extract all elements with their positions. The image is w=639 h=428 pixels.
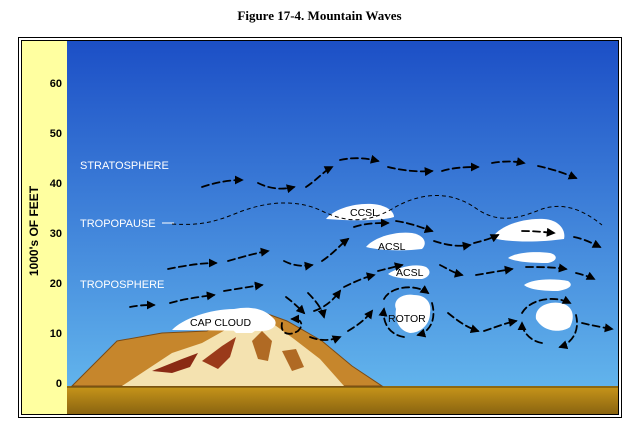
airflow-arrow: [321, 237, 350, 262]
tropopause-line: [171, 195, 603, 226]
airflow-arrow: [387, 166, 434, 177]
troposphere-label: TROPOSPHERE: [80, 279, 164, 291]
airflow-arrow: [521, 295, 572, 314]
airflow-arrow: [377, 262, 404, 272]
airflow-arrow: [378, 307, 405, 338]
airflow-arrow: [257, 182, 296, 194]
airflow-arrow: [169, 291, 216, 304]
airflow-arrow: [433, 240, 472, 251]
figure-frame-outer: [18, 37, 622, 418]
airflow-arrow: [285, 296, 306, 315]
airflow-arrow: [491, 157, 526, 167]
airflow-arrow: [309, 335, 342, 344]
airflow-arrow: [227, 247, 270, 262]
airflow-arrow: [441, 162, 480, 172]
airflow-arrow: [223, 281, 264, 292]
ground: [67, 386, 618, 414]
airflow-arrow: [439, 264, 464, 278]
tick-label-20: 20: [50, 278, 62, 290]
acsl-upper-label: ACSL: [378, 241, 406, 253]
rotor-label: ROTOR: [388, 313, 426, 325]
acsl-upper-cloud-shape: [366, 232, 425, 251]
airflow-arrow: [558, 314, 578, 349]
airflow-arrow: [575, 271, 596, 280]
airflow-arrow: [483, 318, 518, 332]
airflow-arrow: [307, 292, 327, 319]
tick-label-50: 50: [50, 128, 62, 140]
axis-title: 1000's OF FEET: [27, 185, 41, 276]
figure-title: Figure 17-4. Mountain Waves: [237, 8, 402, 23]
airflow-arrow: [416, 302, 435, 338]
airflow-arrow: [521, 227, 556, 237]
airflow-arrow: [280, 314, 303, 335]
airflow-arrow: [581, 322, 614, 333]
stratosphere-label: STRATOSPHERE: [80, 160, 169, 172]
airflow-arrows: [129, 154, 614, 349]
airflow-arrow: [305, 166, 334, 188]
airflow-arrow: [573, 236, 602, 248]
airflow-arrow: [383, 285, 430, 300]
airflow-arrow: [447, 312, 480, 333]
tropopause-label: TROPOPAUSE: [80, 218, 156, 230]
airflow-arrow: [167, 258, 218, 270]
tick-label-60: 60: [50, 78, 62, 90]
right-mid-cloud-shape: [508, 252, 556, 263]
airflow-arrow: [353, 218, 390, 228]
cap-cloud-label: CAP CLOUD: [190, 317, 251, 329]
acsl-lower-label: ACSL: [396, 267, 424, 279]
tick-label-30: 30: [50, 228, 62, 240]
airflow-arrow: [517, 321, 543, 344]
airflow-arrow: [129, 300, 156, 310]
rotor-cloud-shape: [395, 294, 431, 333]
airflow-arrow: [525, 263, 568, 273]
airflow-arrow: [537, 165, 578, 180]
tick-label-0: 0: [56, 378, 62, 390]
airflow-arrow: [283, 260, 314, 271]
mountain-waves-diagram: 1000's OF FEET 0 10 20 30 40 50 60: [22, 41, 618, 414]
airflow-arrow: [395, 220, 434, 233]
airflow-arrow: [475, 265, 514, 276]
ccsl-label: CCSL: [350, 207, 378, 219]
figure-frame-inner: [21, 40, 619, 415]
airflow-arrow: [201, 175, 244, 188]
airflow-arrow: [473, 234, 500, 244]
right-rotor-cloud-shape: [535, 302, 573, 331]
right-lower-cloud-shape: [524, 279, 571, 291]
airflow-arrow: [343, 272, 376, 288]
tick-label-40: 40: [50, 178, 62, 190]
tick-label-10: 10: [50, 328, 62, 340]
airflow-arrow: [347, 309, 374, 332]
airflow-arrow: [339, 154, 380, 164]
axis-panel: [22, 41, 67, 414]
airflow-arrow: [313, 289, 342, 312]
cap-cloud-shape: [172, 307, 276, 331]
